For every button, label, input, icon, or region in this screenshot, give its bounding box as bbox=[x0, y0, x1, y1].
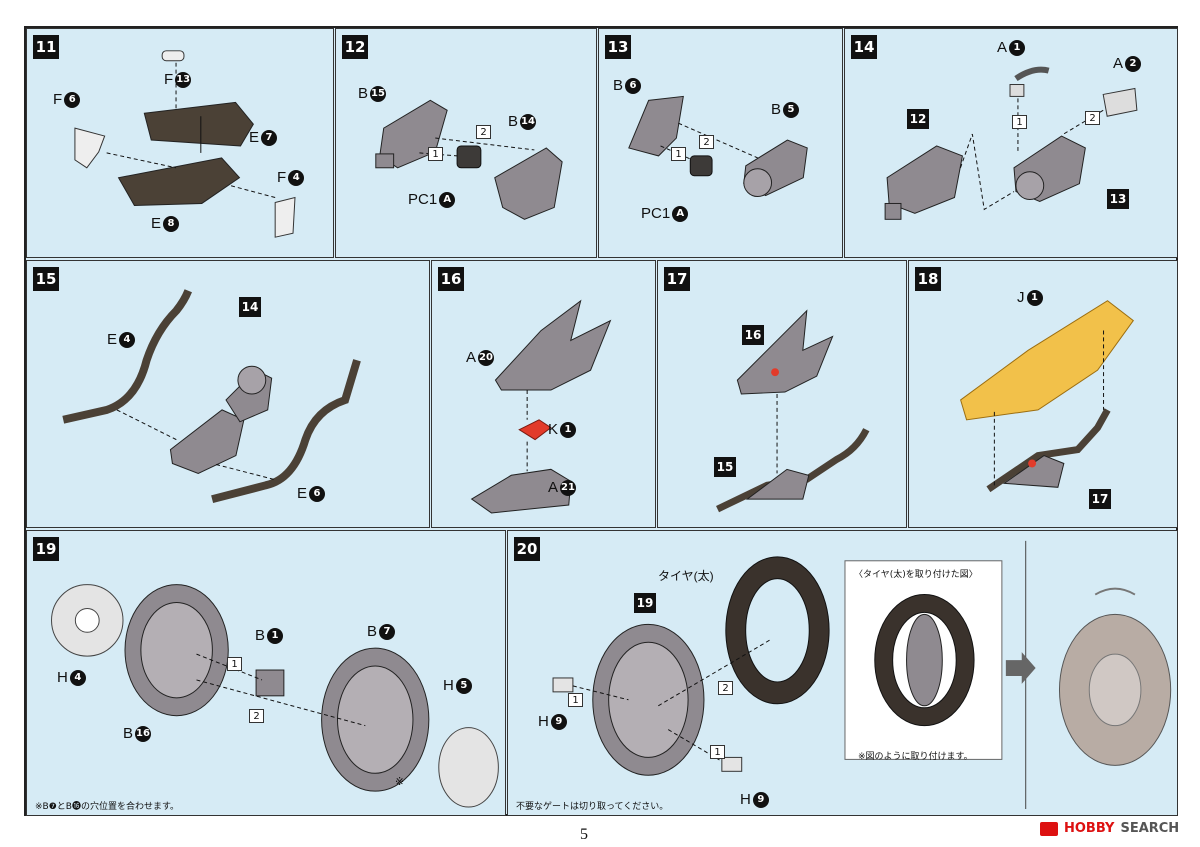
logo-badge-icon bbox=[1040, 821, 1058, 836]
order-marker: 2 bbox=[476, 125, 491, 139]
logo-word: SEARCH bbox=[1120, 821, 1180, 836]
alignment-note: ※B❼とB⓰の穴位置を合わせます。 bbox=[35, 802, 180, 812]
order-marker: 2 bbox=[699, 135, 714, 149]
step-16-illustration bbox=[470, 299, 612, 514]
order-marker: 1 bbox=[227, 657, 242, 671]
step-number: 14 bbox=[851, 35, 877, 59]
step-14-illustration bbox=[884, 66, 1138, 220]
step-19-illustration bbox=[51, 584, 499, 808]
step-ref: 12 bbox=[907, 109, 929, 129]
step-ref: 17 bbox=[1089, 489, 1111, 509]
order-marker: 2 bbox=[249, 709, 264, 723]
step-number: 16 bbox=[438, 267, 464, 291]
step-ref: 16 bbox=[742, 325, 764, 345]
order-marker: 1 bbox=[568, 693, 583, 707]
step-number: 11 bbox=[33, 35, 59, 59]
order-marker: 1 bbox=[1012, 115, 1027, 129]
step-20-panel: 20 19 タイヤ(太) 〈タイヤ(太)を取り付けた図〉 ※図のように取り付けま… bbox=[507, 530, 1178, 816]
inset-note: ※図のように取り付けます。 bbox=[858, 752, 973, 762]
step-18-illustration bbox=[960, 300, 1135, 493]
step-12-illustration bbox=[375, 99, 563, 220]
order-marker: 1 bbox=[428, 147, 443, 161]
gate-note: 不要なゲートは切り取ってください。 bbox=[516, 802, 669, 812]
caution-mark: ※ bbox=[395, 775, 405, 788]
step-number: 12 bbox=[342, 35, 368, 59]
order-marker: 1 bbox=[671, 147, 686, 161]
step-number: 17 bbox=[664, 267, 690, 291]
order-marker: 2 bbox=[718, 681, 733, 695]
order-marker: 2 bbox=[1085, 111, 1100, 125]
step-11-illustration bbox=[74, 50, 296, 238]
logo-word: HOBBY bbox=[1064, 821, 1115, 836]
step-ref: 19 bbox=[634, 593, 656, 613]
step-15-illustration bbox=[62, 289, 361, 504]
step-number: 13 bbox=[605, 35, 631, 59]
step-ref: 14 bbox=[239, 297, 261, 317]
step-17-panel: 17 16 15 bbox=[657, 260, 907, 528]
step-17-illustration bbox=[716, 309, 870, 513]
order-marker: 1 bbox=[710, 745, 725, 759]
step-ref: 13 bbox=[1107, 189, 1129, 209]
step-number: 18 bbox=[915, 267, 941, 291]
tire-label: タイヤ(太) bbox=[658, 569, 714, 583]
step-13-illustration bbox=[628, 95, 808, 198]
inset-title: 〈タイヤ(太)を取り付けた図〉 bbox=[854, 570, 978, 580]
page-number: 5 bbox=[580, 826, 588, 843]
step-number: 19 bbox=[33, 537, 59, 561]
step-number: 20 bbox=[514, 537, 540, 561]
step-20-illustration bbox=[552, 540, 1172, 810]
step-ref: 15 bbox=[714, 457, 736, 477]
step-number: 15 bbox=[33, 267, 59, 291]
watermark-logo: HOBBY SEARCH bbox=[1040, 821, 1179, 836]
